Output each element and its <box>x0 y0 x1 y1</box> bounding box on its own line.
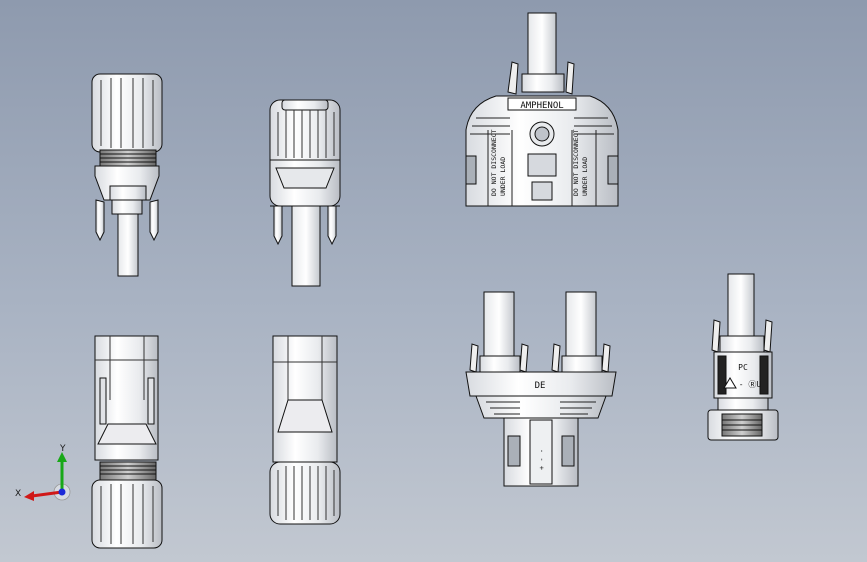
x-axis-label: X <box>15 489 21 499</box>
axis-triad: Y X <box>15 444 71 501</box>
pc-logo: PC <box>738 363 748 372</box>
branch-connector-bottom-view[interactable]: DE + - - <box>465 291 617 487</box>
warning-text-left-line2: UNDER LOAD <box>499 157 507 196</box>
y-axis-arrowhead <box>57 452 67 462</box>
female-connector-side-view[interactable] <box>269 335 341 525</box>
rating-mark: - ⓇU <box>739 380 762 389</box>
brand-label: AMPHENOL <box>520 101 563 111</box>
warning-text-right-line1: DO NOT DISCONNECT <box>572 129 580 196</box>
warning-text-left-line1: DO NOT DISCONNECT <box>490 129 498 196</box>
z-axis-dot <box>58 488 66 496</box>
x-axis-arrowhead <box>24 491 34 501</box>
branch-connector-top-view[interactable]: AMPHENOL DO NOT DISCONNECT UNDER LOAD DO… <box>465 12 619 207</box>
y-axis-label: Y <box>59 444 66 454</box>
x-axis-arrow <box>31 490 63 498</box>
band-mark: DE <box>535 381 546 391</box>
side-mark: + - - <box>538 449 546 470</box>
male-connector-side-view[interactable] <box>91 335 163 549</box>
male-connector-front-view[interactable] <box>91 73 163 277</box>
female-connector-front-view[interactable] <box>269 99 341 287</box>
compact-connector-view[interactable]: PC - ⓇU <box>707 273 779 441</box>
warning-text-right-line2: UNDER LOAD <box>581 157 589 196</box>
